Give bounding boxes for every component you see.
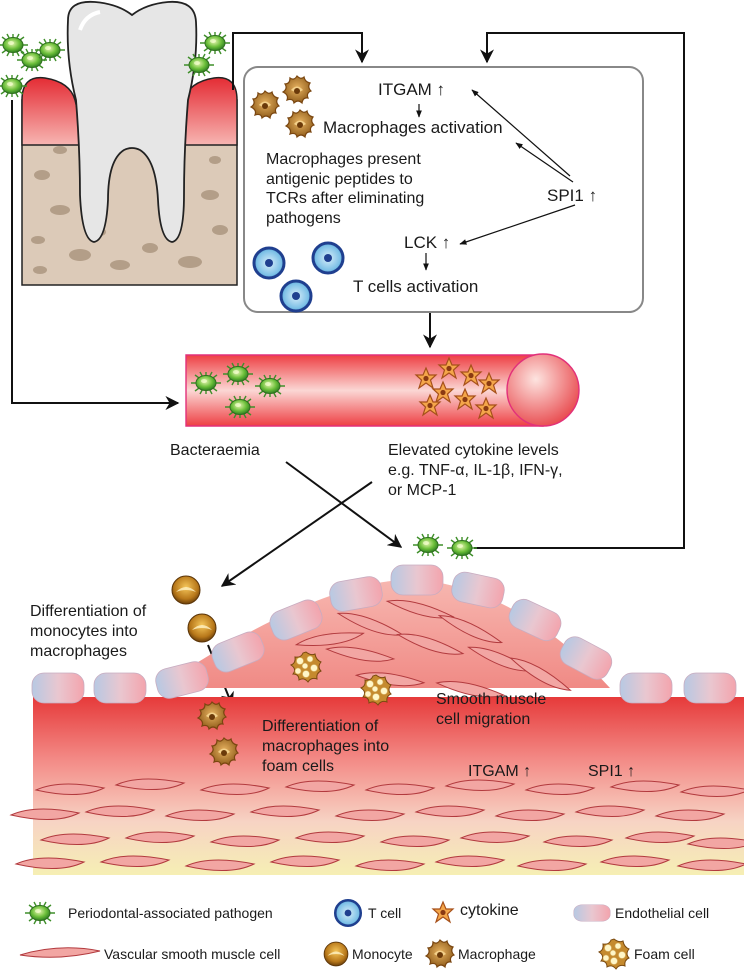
antigen-presentation-text: Macrophages present antigenic peptides t… — [266, 151, 425, 227]
legend-pathogen-label: Periodontal-associated pathogen — [68, 905, 273, 921]
cytokine-levels-label: Elevated cytokine levels e.g. TNF-α, IL-… — [388, 442, 563, 499]
legend-macrophage-label: Macrophage — [458, 946, 536, 962]
legend-monocyte-label: Monocyte — [352, 946, 413, 962]
monocyte-differentiation-label: Differentiation of monocytes into macrop… — [30, 603, 147, 660]
plaque-pathogens — [412, 533, 478, 560]
bacteraemia-label: Bacteraemia — [170, 442, 260, 459]
foam-cell-differentiation-label: Differentiation of macrophages into foam… — [262, 718, 390, 775]
itgam-top-label: ITGAM ↑ — [378, 80, 446, 99]
spi1-bottom-label: SPI1 ↑ — [588, 763, 636, 780]
smc-migration-label: Smooth muscle cell migration — [436, 691, 547, 728]
macrophage-activation-label: Macrophages activation — [323, 118, 503, 137]
legend-vsmc-label: Vascular smooth muscle cell — [104, 946, 281, 962]
legend-tcell-label: T cell — [368, 905, 402, 921]
legend-endothelial-label: Endothelial cell — [615, 905, 710, 921]
wall-monocytes — [171, 575, 217, 643]
periodontal-tissue — [21, 0, 238, 286]
legend-cytokine-label: cytokine — [460, 902, 519, 919]
mechanism-panel — [243, 66, 644, 313]
spi1-top-label: SPI1 ↑ — [547, 186, 598, 205]
legend-icons — [19, 898, 630, 970]
tcell-activation-label: T cells activation — [353, 277, 479, 296]
lck-label: LCK ↑ — [404, 233, 451, 252]
itgam-bottom-label: ITGAM ↑ — [468, 763, 532, 780]
panel-arrows — [416, 89, 576, 271]
legend-foam-label: Foam cell — [634, 946, 695, 962]
